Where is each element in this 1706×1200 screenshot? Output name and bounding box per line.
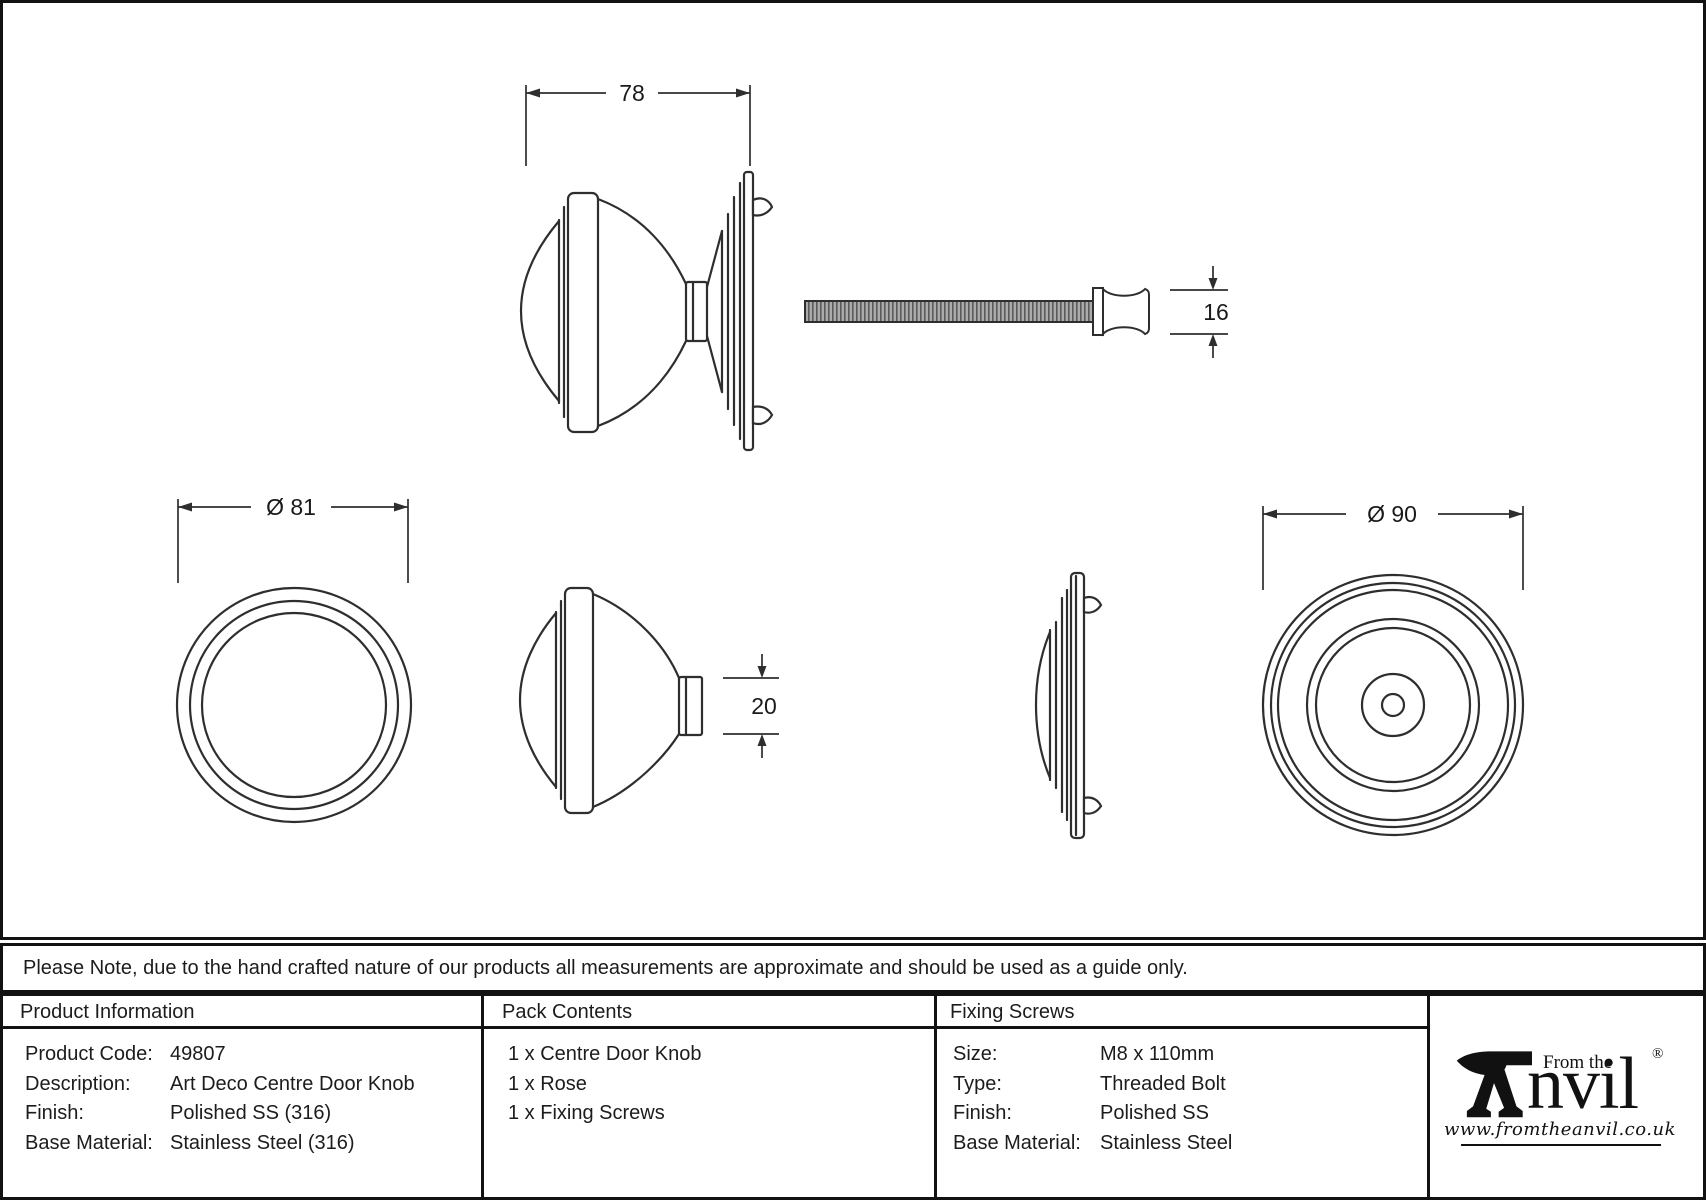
row-value: Stainless Steel (316)	[170, 1131, 355, 1154]
dimension-81: Ø 81	[177, 494, 409, 583]
product-information-header: Product Information	[20, 1001, 195, 1023]
measurement-note-text: Please Note, due to the hand crafted nat…	[23, 956, 1188, 979]
logo-brand-text: nvil	[1527, 1043, 1639, 1125]
table-row: Finish: Polished SS (316)	[25, 1099, 415, 1129]
pack-contents-header: Pack Contents	[502, 1001, 633, 1023]
table-row: Size: M8 x 110mm	[953, 1040, 1232, 1070]
dimension-16: 16	[1170, 266, 1229, 358]
table-divider-1	[481, 993, 484, 1200]
knob-side-view-drawing	[518, 586, 704, 815]
dim-label-78: 78	[619, 80, 645, 106]
pack-contents-body: 1 x Centre Door Knob 1 x Rose 1 x Fixing…	[508, 1040, 701, 1129]
list-item: 1 x Centre Door Knob	[508, 1043, 702, 1065]
row-label: Description:	[25, 1072, 131, 1095]
knob-assembly-side-view-drawing	[519, 170, 774, 452]
table-divider-3	[1427, 993, 1430, 1200]
table-row: Type: Threaded Bolt	[953, 1070, 1232, 1100]
dimension-20: 20	[723, 654, 779, 758]
knob-front-view-drawing	[175, 586, 413, 824]
row-value: Art Deco Centre Door Knob	[170, 1072, 415, 1095]
table-header-divider	[0, 1026, 1427, 1029]
row-value: Stainless Steel	[1100, 1131, 1233, 1154]
logo-url-text: www.fromtheanvil.co.uk	[1443, 1119, 1676, 1140]
row-label: Type:	[953, 1072, 1002, 1095]
dim-label-16: 16	[1203, 299, 1229, 325]
dimension-90: Ø 90	[1262, 501, 1524, 590]
row-label: Finish:	[953, 1102, 1012, 1124]
logo-prefix-text: From the	[1543, 1052, 1613, 1073]
technical-drawing-svg: 78 16 Ø 81	[175, 80, 1525, 840]
measurement-note-box: Please Note, due to the hand crafted nat…	[0, 943, 1706, 993]
registered-trademark-icon: ®	[1652, 1046, 1664, 1062]
rose-side-view-drawing	[1034, 571, 1103, 840]
row-label: Product Code:	[25, 1043, 153, 1065]
dimension-78: 78	[525, 80, 751, 166]
row-value: Polished SS (316)	[170, 1102, 332, 1124]
table-row: Product Code: 49807	[25, 1040, 415, 1070]
technical-drawing-area	[0, 0, 1706, 940]
list-item: 1 x Fixing Screws	[508, 1102, 665, 1124]
row-label: Size:	[953, 1043, 998, 1065]
dim-label-20: 20	[751, 693, 777, 719]
product-information-body: Product Code: 49807 Description: Art Dec…	[25, 1040, 415, 1158]
threaded-bolt-drawing	[804, 286, 1150, 337]
row-value: Polished SS	[1100, 1102, 1209, 1124]
row-value: 49807	[170, 1043, 226, 1065]
rose-front-view-drawing	[1261, 573, 1525, 837]
fixing-screws-body: Size: M8 x 110mm Type: Threaded Bolt Fin…	[953, 1040, 1232, 1158]
table-row: Description: Art Deco Centre Door Knob	[25, 1070, 415, 1100]
fixing-screws-header: Fixing Screws	[950, 1001, 1075, 1023]
row-label: Base Material:	[25, 1131, 153, 1154]
dim-label-dia-90: Ø 90	[1367, 501, 1417, 527]
list-item: 1 x Rose	[508, 1072, 587, 1095]
table-row: Finish: Polished SS	[953, 1099, 1232, 1129]
table-row: Base Material: Stainless Steel	[953, 1129, 1232, 1159]
table-row: Base Material: Stainless Steel (316)	[25, 1129, 415, 1159]
table-divider-2	[934, 993, 937, 1200]
row-value: M8 x 110mm	[1100, 1043, 1215, 1065]
row-label: Finish:	[25, 1102, 84, 1124]
anvil-icon	[1456, 1051, 1532, 1118]
row-label: Base Material:	[953, 1131, 1081, 1154]
dim-label-dia-81: Ø 81	[266, 494, 316, 520]
row-value: Threaded Bolt	[1100, 1072, 1226, 1095]
logo-underline	[1461, 1144, 1661, 1146]
